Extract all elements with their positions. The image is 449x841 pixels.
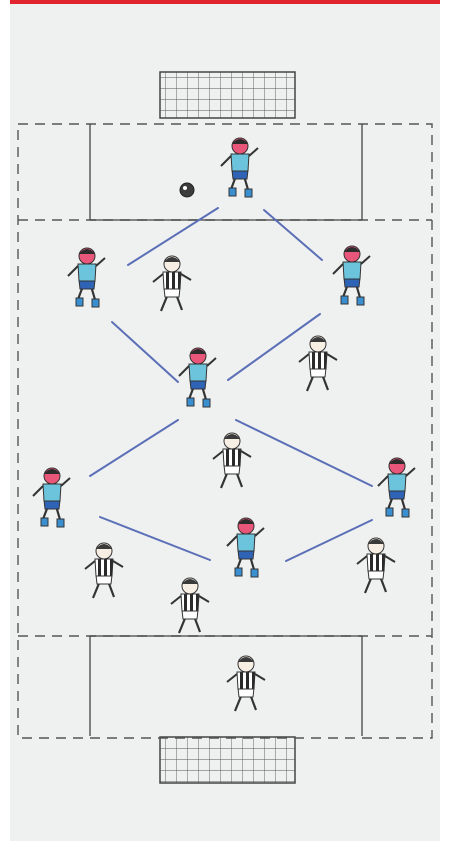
top-accent-bar [10,0,440,4]
striped-player-3 [211,431,253,490]
blue-player-right-wing [376,456,417,519]
passing-lines [89,207,373,562]
striped-player-4 [83,541,125,600]
top-goal-net [159,71,296,119]
striped-player-goalkeeper [225,654,267,713]
blue-player-striker [219,136,260,199]
bottom-penalty-box [89,635,363,736]
pitch-boundary [17,123,433,739]
blue-player-right-forward [331,244,372,307]
striped-player-6 [355,536,397,595]
blue-player-left-forward [66,246,107,309]
top-penalty-box [89,124,363,221]
striped-player-5 [169,576,211,635]
blue-player-midfield [225,516,266,579]
soccer-ball-icon [179,182,195,198]
striped-player-2 [297,334,339,393]
blue-player-left-wing [31,466,72,529]
bottom-goal-net [159,736,296,784]
blue-player-centre [177,346,218,409]
striped-player-1 [151,254,193,313]
pitch-panel [10,4,440,841]
